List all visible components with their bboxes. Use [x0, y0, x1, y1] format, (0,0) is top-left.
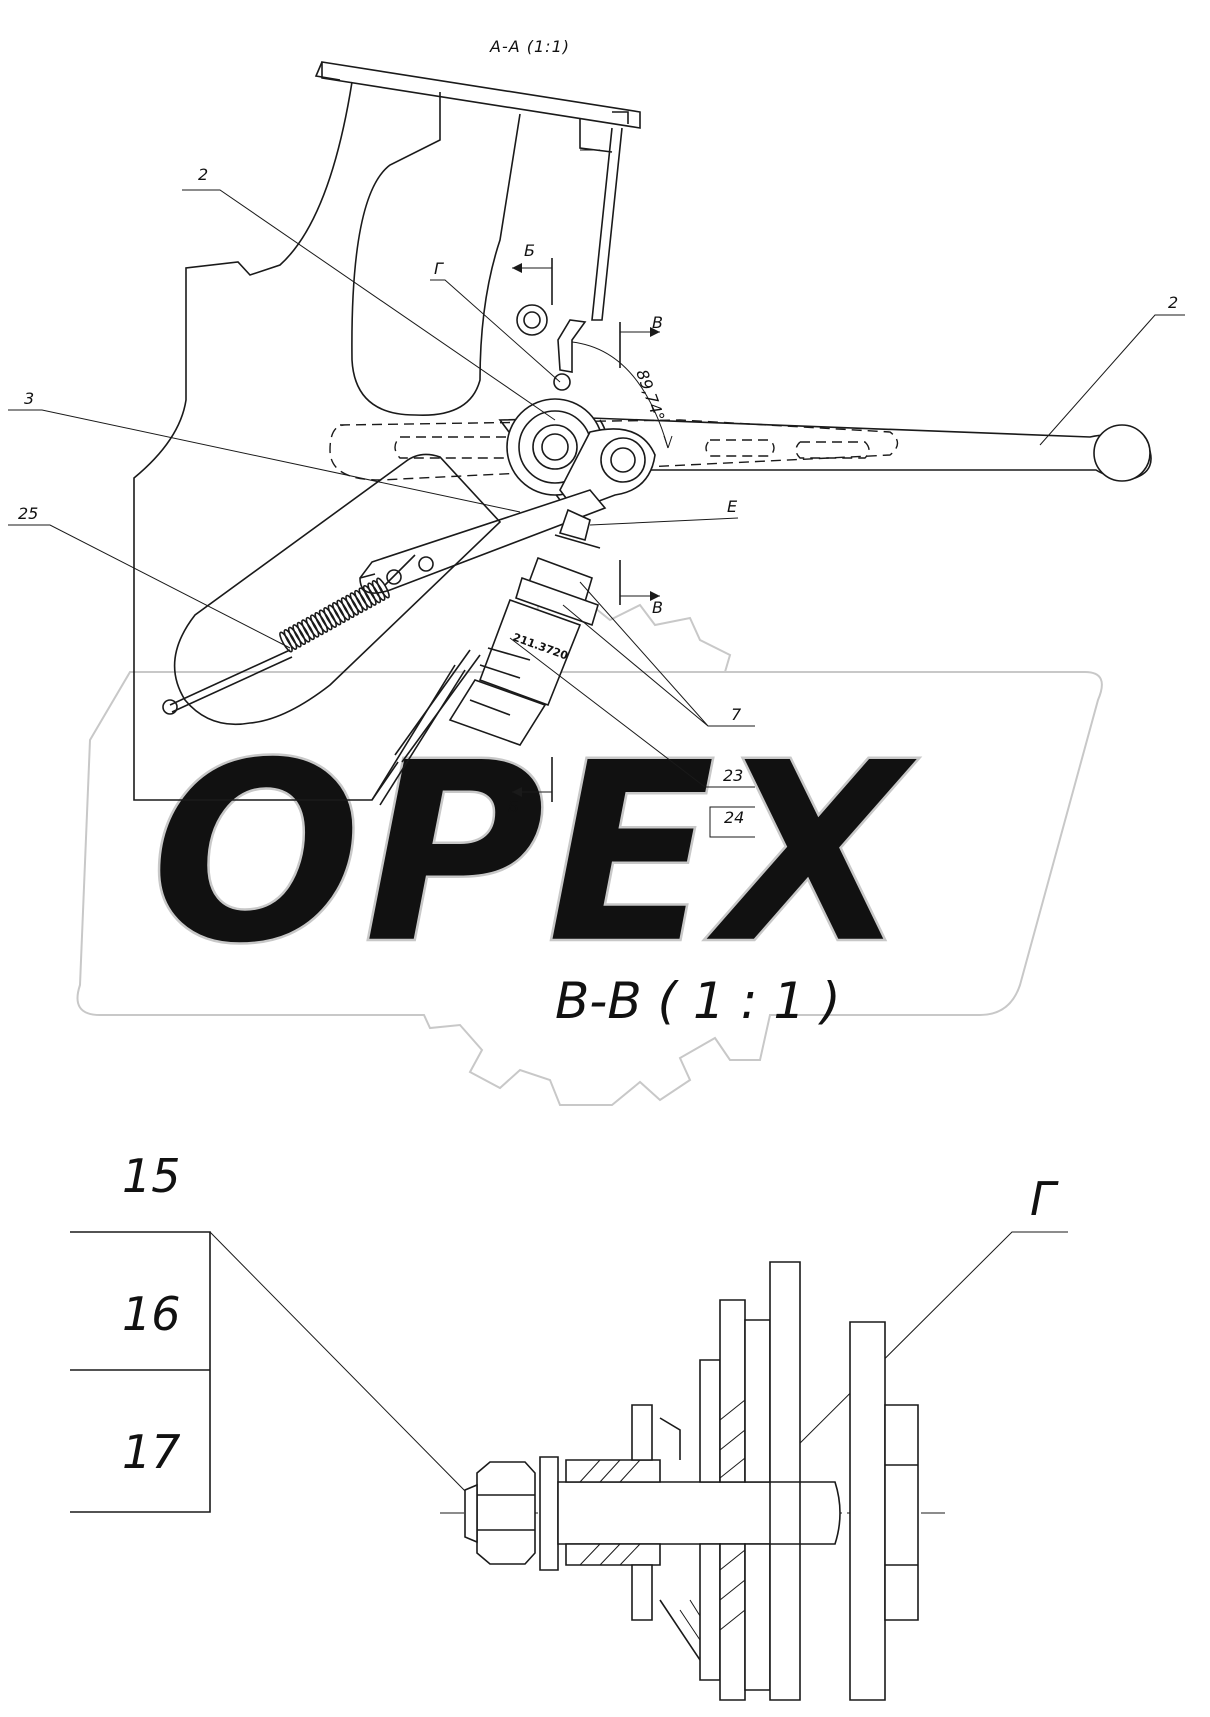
spring-coil: [287, 626, 302, 648]
secondary-pivot: [559, 428, 656, 511]
callout-g-top: Г: [430, 259, 561, 383]
bracket-outline: [133, 61, 641, 801]
table-row-15: 15: [122, 1149, 181, 1203]
spring-coil: [354, 589, 368, 611]
spring-coil: [371, 580, 386, 601]
watermark-logo: OPEX: [76, 598, 1103, 1106]
spring-coil: [318, 609, 333, 631]
spring-coil: [332, 602, 346, 623]
pedal-lever: [329, 417, 1152, 501]
spring-coil: [279, 631, 293, 653]
svg-text:24: 24: [724, 808, 744, 827]
spring-coil: [358, 587, 373, 609]
callout-23: 23: [509, 637, 755, 788]
table-row-16: 16: [122, 1287, 181, 1341]
small-bushing: [516, 304, 548, 336]
svg-text:В: В: [652, 313, 663, 332]
stop-bracket: [557, 319, 587, 373]
spring-coil: [314, 611, 329, 633]
spring-coil: [362, 584, 377, 606]
spring-coil: [323, 607, 337, 628]
angle-dimension-label: 89,74°: [632, 367, 668, 424]
svg-text:Б: Б: [524, 241, 535, 260]
svg-text:25: 25: [18, 504, 38, 523]
callout-2-left: 2: [182, 165, 556, 421]
svg-text:Б: Б: [508, 797, 519, 816]
svg-text:2: 2: [1168, 293, 1178, 312]
spring-coil: [296, 621, 311, 643]
svg-text:7: 7: [731, 705, 742, 724]
callout-24: 24: [709, 806, 755, 838]
spring-coil: [336, 599, 351, 621]
spring-coil: [292, 624, 307, 646]
callout-g-bottom: Г: [764, 1172, 1068, 1479]
svg-text:2: 2: [198, 165, 208, 184]
svg-text:Г: Г: [1030, 1172, 1059, 1226]
cut-mark-b-bottom: Б: [508, 757, 553, 816]
section-title-top: А-А (1:1): [489, 37, 570, 56]
switch-body: 211.3720: [448, 508, 601, 746]
watermark-text: OPEX: [150, 708, 920, 999]
slot-plate: [173, 453, 502, 726]
spring-coil: [327, 604, 342, 626]
stop-pin: [553, 373, 571, 391]
spring-coil: [340, 597, 355, 619]
parts-table: 15 16 17: [70, 1149, 469, 1513]
table-row-17: 17: [122, 1425, 181, 1479]
callout-e: Е: [589, 497, 739, 526]
spring-coil: [310, 614, 324, 636]
spring-coil: [305, 616, 320, 638]
callout-25: 25: [8, 504, 291, 649]
spring-25: [162, 573, 390, 715]
spring-coil: [345, 594, 359, 616]
spring-coil: [349, 592, 364, 614]
spring-coil: [376, 577, 390, 599]
cut-mark-v-bottom: В: [619, 560, 663, 617]
spring-coil: [301, 619, 315, 641]
callout-3: 3: [8, 389, 521, 513]
cut-mark-b-top: Б: [512, 241, 553, 305]
cable: [371, 649, 481, 806]
section-title-bottom: В-В ( 1 : 1 ): [555, 972, 841, 1030]
spring-coil: [283, 629, 298, 650]
spring-coil: [367, 582, 382, 604]
callout-2-right: 2: [1039, 293, 1185, 446]
callout-7: 7: [562, 581, 755, 727]
svg-text:Г: Г: [434, 259, 444, 278]
bolt-assembly-section: [440, 1261, 950, 1701]
svg-text:3: 3: [24, 389, 34, 408]
svg-text:Е: Е: [727, 497, 738, 516]
svg-text:В: В: [652, 598, 663, 617]
cut-mark-v-top: В: [619, 313, 663, 368]
svg-text:23: 23: [723, 766, 743, 785]
